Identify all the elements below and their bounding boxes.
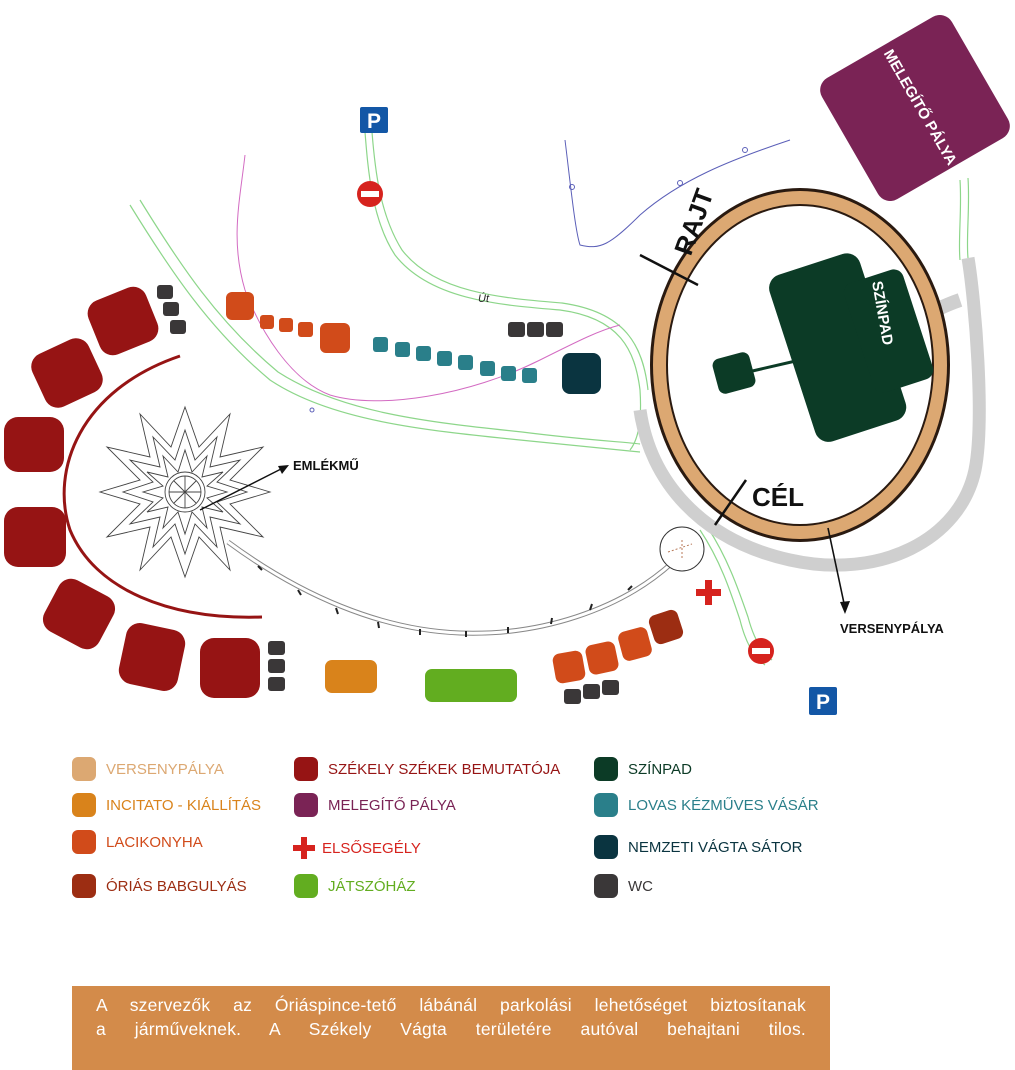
track-label: VERSENYPÁLYA (840, 621, 944, 636)
lacikonyha-top[interactable] (226, 292, 350, 353)
legend-item: LACIKONYHA (72, 829, 203, 855)
track-outer-path (633, 256, 986, 572)
craft-market[interactable] (373, 337, 537, 383)
incitato-exhibit[interactable] (325, 660, 377, 693)
swatch-icon (72, 793, 96, 817)
no-entry-icon (357, 181, 383, 207)
notice-line-1: A szervezők az Óriáspince-tető lábánál p… (96, 995, 806, 1015)
legend-item: WC (594, 873, 653, 899)
svg-text:P: P (367, 110, 381, 133)
stage[interactable]: SZÍNPAD (711, 238, 945, 445)
start-line (639, 253, 699, 287)
notice-line-2: a járműveknek. A Székely Vágta területér… (96, 1019, 806, 1039)
legend-item: JÁTSZÓHÁZ (294, 873, 416, 899)
swatch-icon (294, 874, 318, 898)
swatch-icon (594, 757, 618, 781)
szekely-chairs[interactable] (4, 282, 260, 698)
road-label: Út (478, 292, 490, 305)
bean-goulash[interactable] (647, 608, 685, 646)
legend-item: INCITATO - KIÁLLÍTÁS (72, 792, 261, 818)
warmup-arena[interactable]: MELEGÍTŐ PÁLYA (815, 10, 1015, 206)
swatch-icon (72, 874, 96, 898)
chair-arc (62, 354, 263, 619)
finish-line (713, 479, 748, 526)
swatch-icon (294, 793, 318, 817)
lacikonyha-bottom[interactable] (552, 626, 654, 685)
track-arrow (827, 527, 846, 609)
blue-boundary (564, 139, 791, 248)
swatch-icon (594, 793, 618, 817)
svg-text:P: P (816, 691, 830, 714)
legend-item: MELEGÍTŐ PÁLYA (294, 792, 456, 818)
swatch-icon (594, 874, 618, 898)
legend-item: VERSENYPÁLYA (72, 756, 224, 782)
monument-icon[interactable] (98, 405, 272, 579)
pink-boundary (236, 154, 621, 402)
event-map: Út MELEGÍTŐ PÁLYA RAJT CÉL SZÍNPAD VERSE… (4, 10, 1015, 715)
swatch-icon (294, 757, 318, 781)
monument-label: EMLÉKMŰ (293, 458, 359, 473)
swatch-icon (72, 757, 96, 781)
first-aid-icon (292, 836, 316, 860)
first-aid-icon[interactable] (696, 580, 721, 605)
legend-item: ÓRIÁS BABGULYÁS (72, 873, 247, 899)
no-entry-icon (748, 638, 774, 664)
legend: VERSENYPÁLYA INCITATO - KIÁLLÍTÁS LACIKO… (0, 748, 1015, 918)
legend-item: SZÍNPAD (594, 756, 692, 782)
playhouse[interactable] (425, 669, 517, 702)
walkway (226, 539, 674, 636)
parking-icon[interactable]: P (809, 687, 837, 715)
finish-label: CÉL (752, 482, 804, 512)
monument-arrow (199, 467, 284, 511)
wc-units[interactable] (157, 285, 619, 704)
legend-item: LOVAS KÉZMŰVES VÁSÁR (594, 792, 819, 818)
swatch-icon (72, 830, 96, 854)
parking-icon[interactable]: P (360, 107, 388, 133)
parking-notice: A szervezők az Óriáspince-tető lábánál p… (72, 986, 830, 1070)
national-tent[interactable] (562, 353, 601, 394)
legend-item: NEMZETI VÁGTA SÁTOR (594, 834, 802, 860)
legend-item: ELSŐSEGÉLY (292, 835, 421, 861)
swatch-icon (594, 835, 618, 859)
legend-item: SZÉKELY SZÉKEK BEMUTATÓJA (294, 756, 560, 782)
